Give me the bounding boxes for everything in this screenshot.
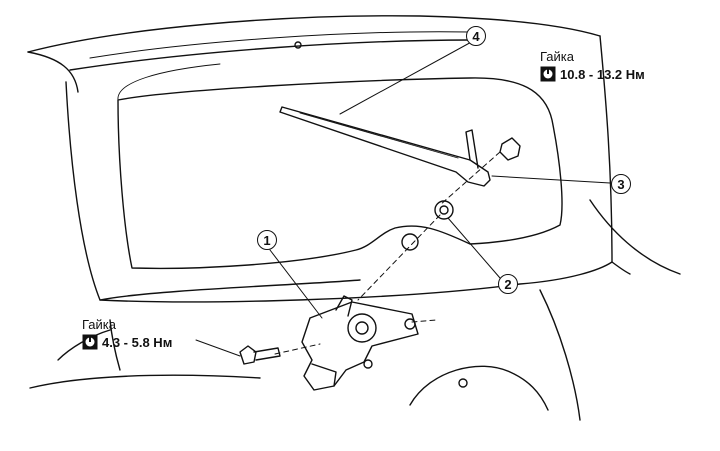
cap-nut: [499, 137, 521, 161]
lower-nut-torque: 4.3 - 5.8 Нм: [82, 334, 172, 350]
torque-wrench-icon: [82, 334, 98, 350]
callout-1: 1: [257, 230, 277, 250]
mount-bolt: [239, 345, 281, 365]
upper-nut-label: Гайка: [540, 49, 575, 64]
callout-4: 4: [466, 26, 486, 46]
wiper-arm: [279, 106, 491, 187]
callout-3: 3: [611, 174, 631, 194]
bumper-curve: [29, 374, 261, 389]
roof-spoiler-outline: [27, 15, 601, 53]
rear-glass-outline: [117, 77, 563, 270]
roof-spoiler-inner: [69, 39, 471, 71]
glass-hole: [401, 233, 419, 251]
wiper-motor: [301, 295, 419, 391]
upper-nut-torque: 10.8 - 13.2 Нм: [540, 66, 645, 82]
hatch-door-outline: [65, 81, 613, 303]
roof-spoiler-lower-edge: [27, 51, 79, 93]
torque-wrench-icon: [540, 66, 556, 82]
lower-nut-label: Гайка: [82, 317, 117, 332]
upper-nut-torque-value: 10.8 - 13.2 Нм: [560, 66, 645, 82]
callout-2: 2: [498, 274, 518, 294]
grommet: [434, 200, 454, 220]
lower-nut-torque-value: 4.3 - 5.8 Нм: [102, 334, 173, 350]
